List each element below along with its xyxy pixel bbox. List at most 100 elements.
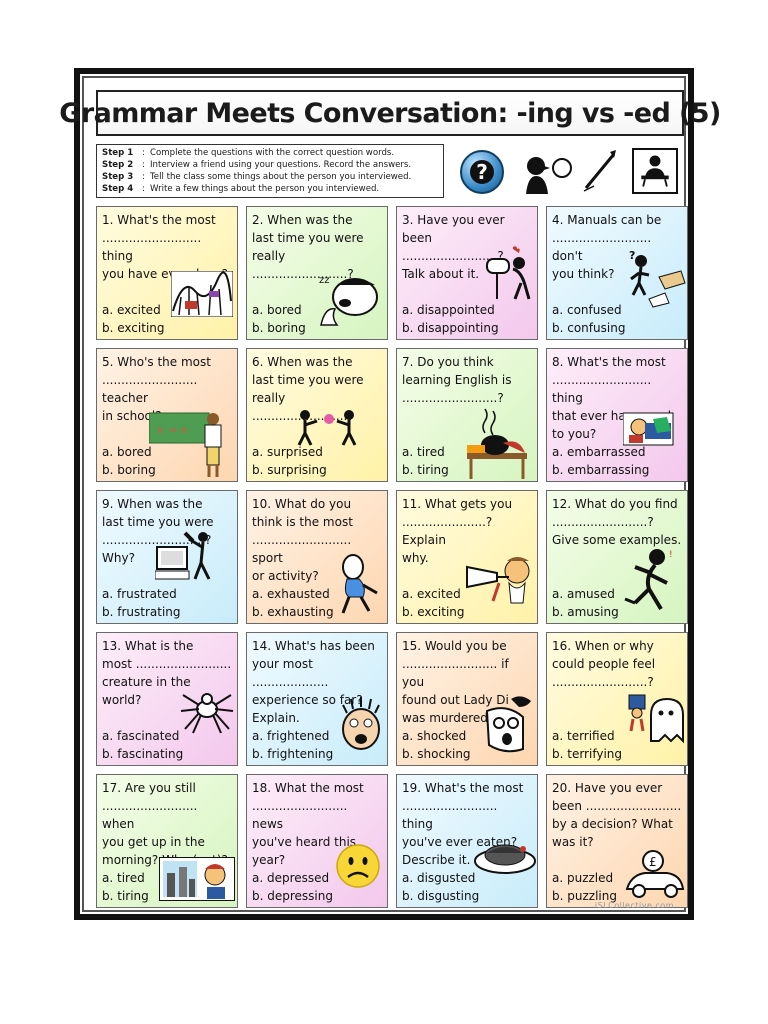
confused-person-icon: ? — [629, 249, 686, 308]
question-text: 3. Have you ever been ..................… — [402, 213, 505, 281]
sleeping-student-icon — [467, 408, 527, 479]
listen-icon — [526, 157, 572, 194]
option-b: b. tiring — [402, 463, 449, 477]
question-text: 6. When was the last time you were reall… — [252, 355, 364, 423]
question-card: 7. Do you think learning English is ....… — [396, 348, 538, 482]
laughing-person-icon: ! — [624, 549, 673, 611]
question-text: 2. When was the last time you were reall… — [252, 213, 364, 281]
question-text: 18. What the most ......................… — [252, 781, 364, 867]
rollercoaster-icon — [171, 271, 233, 317]
option-b: b. terrifying — [552, 747, 622, 761]
title-box: Grammar Meets Conversation: -ing vs -ed … — [59, 90, 721, 136]
option-a: a. puzzled — [552, 871, 614, 885]
option-a: a. depressed — [252, 871, 330, 885]
option-b: b. shocking — [402, 747, 471, 761]
step-label: Step 3 — [102, 172, 134, 182]
option-a: a. tired — [102, 871, 145, 885]
step-separator: : — [142, 184, 145, 194]
yawning-man-icon: zz — [319, 275, 378, 326]
option-b: b. boring — [252, 321, 306, 335]
step-row: Step 2: Interview a friend using your que… — [102, 159, 438, 171]
svg-text:£: £ — [649, 855, 657, 869]
svg-text:!: ! — [669, 550, 673, 560]
question-text: 9. When was the last time you were .....… — [102, 497, 214, 565]
option-b: b. exhausting — [252, 605, 334, 619]
step-separator: : — [142, 160, 145, 170]
scared-face-icon — [342, 697, 380, 750]
option-b: b. confusing — [552, 321, 626, 335]
option-a: a. excited — [402, 587, 461, 601]
spider-icon — [180, 693, 234, 734]
step-separator: : — [142, 148, 145, 158]
pen-icon — [583, 150, 616, 192]
question-text: 12. What do you find ...................… — [552, 497, 682, 547]
option-a: a. disgusted — [402, 871, 476, 885]
step-text: Interview a friend using your questions.… — [150, 160, 412, 170]
option-a: a. amused — [552, 587, 615, 601]
question-card: 6. When was the last time you were reall… — [246, 348, 388, 482]
teacher-icon: o = o — [149, 412, 222, 477]
question-card: 17. Are you still ......................… — [96, 774, 238, 908]
embarrassed-person-icon — [623, 412, 674, 446]
gift-surprise-icon — [297, 410, 357, 446]
puzzled-driver-icon: £ — [625, 850, 685, 898]
question-card: 9. When was the last time you were .....… — [96, 490, 238, 624]
option-a: a. confused — [552, 303, 622, 317]
svg-text:zz: zz — [319, 275, 330, 286]
question-text: 10. What do you think is the most ......… — [252, 497, 353, 583]
option-b: b. frustrating — [102, 605, 181, 619]
option-b: b. frightening — [252, 747, 334, 761]
step-text: Write a few things about the person you … — [150, 184, 380, 194]
option-a: a. excited — [102, 303, 161, 317]
step-text: Complete the questions with the correct … — [150, 148, 395, 158]
svg-text:=: = — [169, 425, 177, 436]
option-a: a. disappointed — [402, 303, 495, 317]
question-text: 8. What's the most .....................… — [552, 355, 671, 441]
presentation-icon — [632, 148, 678, 194]
option-a: a. terrified — [552, 729, 615, 743]
question-card: 1. What's the most .....................… — [96, 206, 238, 340]
option-b: b. disgusting — [402, 889, 480, 903]
step-text: Tell the class some things about the per… — [150, 172, 412, 182]
question-card: 5. Who's the most ......................… — [96, 348, 238, 482]
question-text: 14. What's has been your most ..........… — [252, 639, 375, 725]
option-a: a. surprised — [252, 445, 323, 459]
question-icon: ? — [460, 150, 504, 194]
option-a: a. fascinated — [102, 729, 180, 743]
question-card: 16. When or why could people feel ......… — [546, 632, 688, 766]
step-label: Step 2 — [102, 160, 134, 170]
step-label: Step 4 — [102, 184, 134, 194]
question-text: 11. What gets you ......................… — [402, 497, 513, 565]
option-a: a. shocked — [402, 729, 467, 743]
step-row: Step 4: Write a few things about the pers… — [102, 183, 438, 195]
sad-face-icon — [336, 844, 380, 888]
empty-mailbox-icon — [486, 246, 531, 300]
step-separator: : — [142, 172, 145, 182]
watermark: iSLCollective.com — [594, 901, 674, 910]
question-card: 12. What do you find ...................… — [546, 490, 688, 624]
question-card: 20. Have you ever been .................… — [546, 774, 688, 908]
svg-text:o: o — [157, 425, 163, 436]
option-b: b. amusing — [552, 605, 619, 619]
option-b: b. embarrassing — [552, 463, 650, 477]
question-text: 20. Have you ever been .................… — [552, 781, 682, 849]
question-text: 13. What is the most ...................… — [102, 639, 232, 707]
smashing-computer-icon — [155, 531, 211, 580]
question-text: 16. When or why could people feel ......… — [552, 639, 656, 689]
question-card: 13. What is the most ...................… — [96, 632, 238, 766]
option-b: b. surprising — [252, 463, 327, 477]
option-b: b. exciting — [102, 321, 165, 335]
option-b: b. fascinating — [102, 747, 184, 761]
option-b: b. depressing — [252, 889, 333, 903]
steps-box: Step 1:Complete the questions with the c… — [96, 144, 444, 198]
svg-text:o: o — [181, 425, 187, 436]
question-card: 3. Have you ever been ..................… — [396, 206, 538, 340]
roast-dish-icon — [474, 844, 536, 874]
question-text: 4. Manuals can be ......................… — [552, 213, 662, 281]
option-b: b. boring — [102, 463, 156, 477]
option-b: b. exciting — [402, 605, 465, 619]
question-card: 19. What's the most ....................… — [396, 774, 538, 908]
question-grid: 1. What's the most .....................… — [96, 206, 688, 908]
party-horn-icon — [466, 557, 530, 604]
question-card: 10. What do you think is the most ......… — [246, 490, 388, 624]
